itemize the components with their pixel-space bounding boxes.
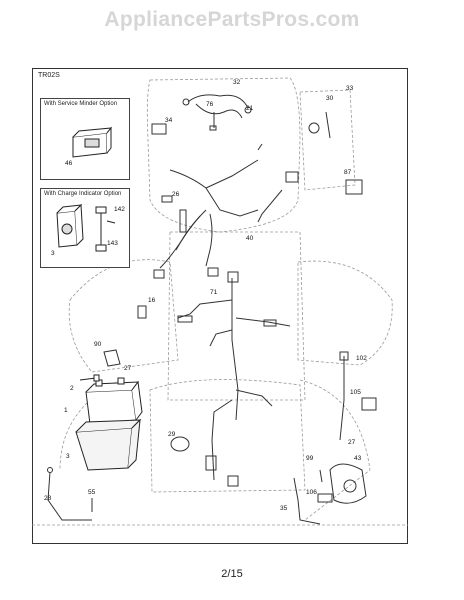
callout-3: 3 <box>66 453 70 460</box>
service-minder-title: With Service Minder Option <box>44 101 118 107</box>
callout-71: 71 <box>210 289 218 296</box>
callout-76: 76 <box>206 101 214 108</box>
callout-102: 102 <box>356 355 367 362</box>
callout-27-solenoid: 27 <box>348 439 356 446</box>
diagram-frame <box>32 68 408 544</box>
callout-1: 1 <box>64 407 68 414</box>
callout-29: 29 <box>168 431 176 438</box>
charge-indicator-inset: With Charge Indicator Option 142 143 3 <box>40 188 130 268</box>
service-minder-icon <box>72 126 113 158</box>
callout-32: 32 <box>233 79 241 86</box>
callout-87: 87 <box>344 169 352 176</box>
callout-33: 33 <box>346 85 354 92</box>
callout-30: 30 <box>326 95 334 102</box>
callout-26: 26 <box>172 191 180 198</box>
callout-43: 43 <box>354 455 362 462</box>
callout-40: 40 <box>246 235 254 242</box>
callout-142: 142 <box>114 206 125 213</box>
callout-34: 34 <box>165 117 173 124</box>
charge-indicator-title: With Charge Indicator Option <box>44 191 122 197</box>
site-watermark: AppliancePartsPros.com <box>104 8 360 31</box>
callout-35: 35 <box>280 505 288 512</box>
callout-27-battery: 27 <box>124 365 132 372</box>
service-minder-inset: With Service Minder Option 46 <box>40 98 130 180</box>
page-number: 2/15 <box>221 568 243 580</box>
callout-16: 16 <box>148 297 156 304</box>
callout-90: 90 <box>94 341 102 348</box>
sheet-code: TR02S <box>38 72 60 79</box>
callout-2: 2 <box>70 385 74 392</box>
callout-28: 28 <box>44 495 52 502</box>
callout-service-minder: 46 <box>65 160 73 167</box>
callout-99: 99 <box>306 455 314 462</box>
callout-105: 105 <box>350 389 361 396</box>
callout-143: 143 <box>107 240 118 247</box>
callout-21: 21 <box>246 105 254 112</box>
callout-106: 106 <box>306 489 317 496</box>
callout-3-inset: 3 <box>51 250 55 257</box>
charge-indicator-icon <box>56 203 116 252</box>
callout-55: 55 <box>88 489 96 496</box>
